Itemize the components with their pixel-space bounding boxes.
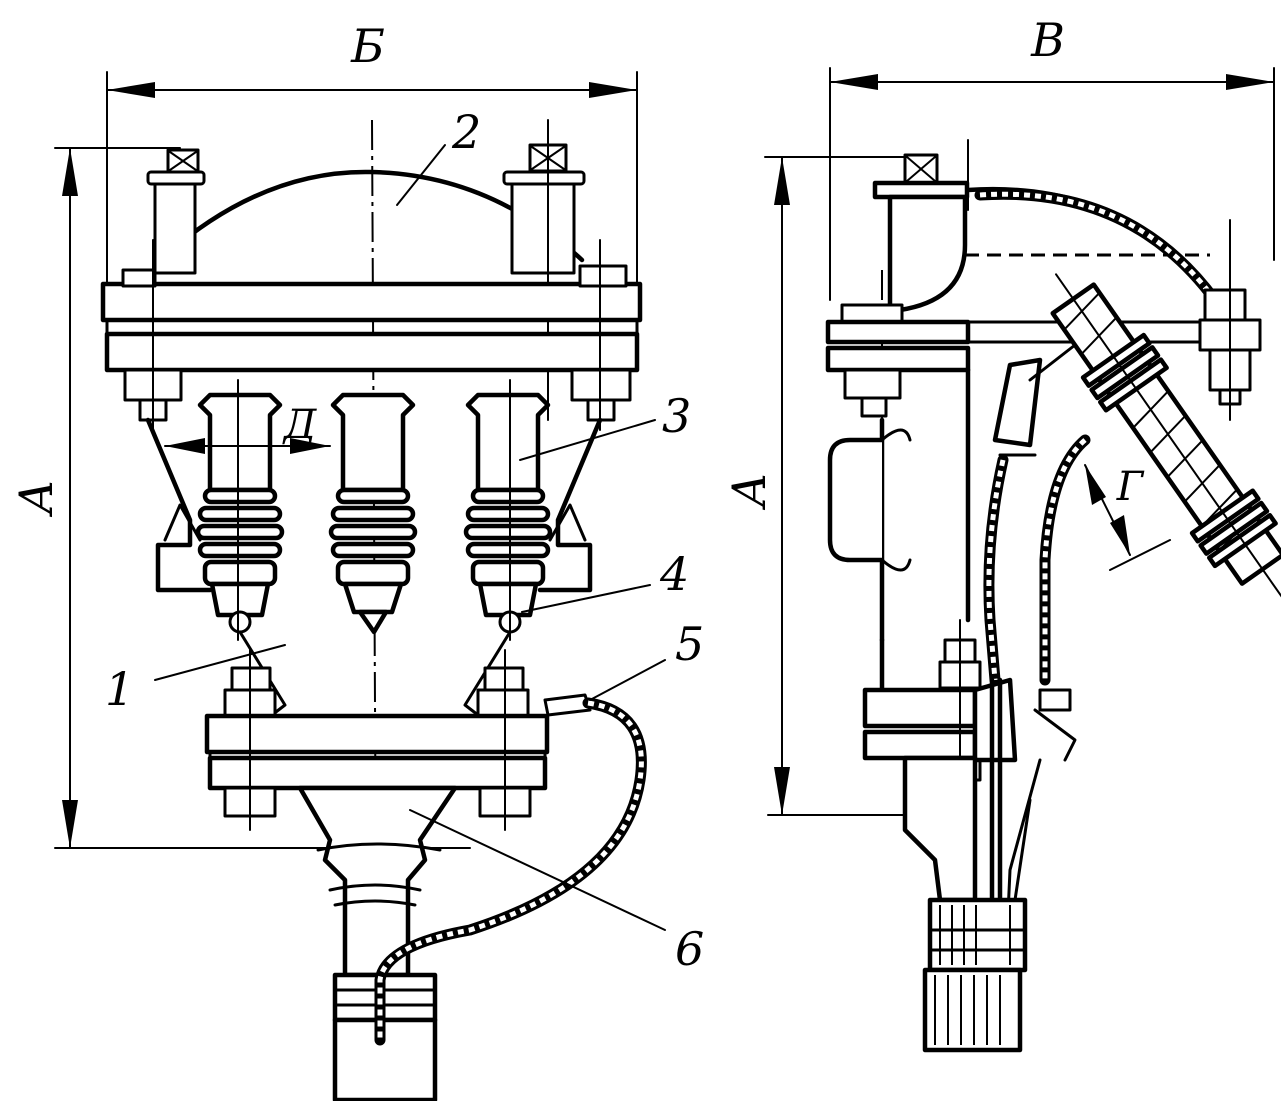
side-lower-flange — [862, 619, 1077, 801]
lower-flange — [204, 649, 592, 831]
side-lug — [902, 677, 1042, 1053]
flexible-braid — [374, 697, 647, 1046]
dimension-a-side: А — [722, 156, 906, 816]
side-view: В А — [722, 13, 1281, 1053]
callout-6: 6 — [675, 922, 704, 976]
callout-1: 1 — [105, 662, 134, 716]
side-housing — [827, 367, 971, 693]
dimension-g: Г — [1084, 464, 1171, 571]
front-view: Б А — [9, 19, 704, 1101]
dimension-d: Д — [164, 402, 331, 454]
callout-3: 3 — [662, 389, 691, 443]
dimension-v: В — [829, 13, 1275, 301]
side-angled-insulator — [1050, 273, 1281, 604]
dimension-b-label: Б — [350, 19, 385, 73]
dome-cover — [146, 119, 586, 421]
dimension-g-label: Г — [1116, 464, 1145, 510]
dimension-a-front-label: А — [9, 480, 63, 518]
insulator-left — [195, 379, 285, 641]
side-dome — [965, 186, 1262, 421]
housing — [145, 417, 603, 593]
callout-4: 4 — [659, 547, 689, 601]
callout-5: 5 — [675, 617, 704, 671]
side-top-block — [872, 139, 1210, 313]
callouts-front: 2 3 4 5 1 6 — [105, 105, 704, 976]
callout-2: 2 — [451, 105, 481, 159]
dimension-v-label: В — [1030, 13, 1065, 67]
insulator-right — [463, 379, 553, 641]
side-cables — [983, 434, 1091, 686]
side-upper-flange — [825, 303, 1202, 418]
dimension-a-side-label: А — [722, 473, 776, 511]
insulator-middle — [328, 392, 418, 635]
side-small-insulator — [992, 343, 1077, 457]
upper-flange — [100, 239, 643, 431]
dimension-b: Б — [106, 19, 638, 301]
dimension-d-label: Д — [282, 402, 318, 448]
